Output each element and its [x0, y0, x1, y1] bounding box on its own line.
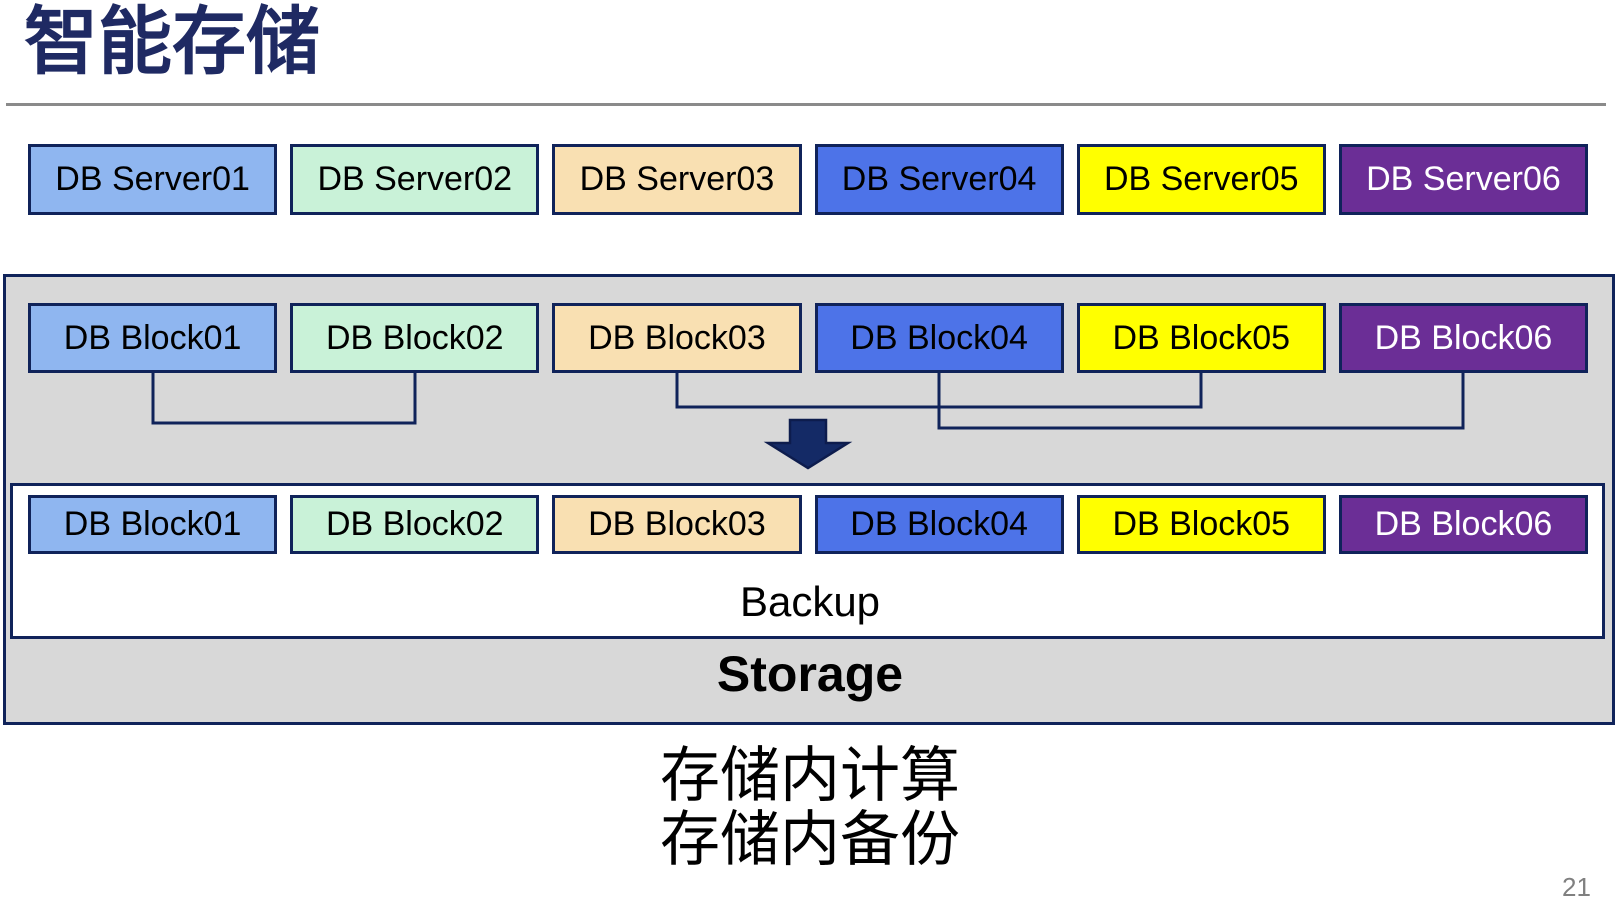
db-block-bottom-box-5: DB Block05	[1076, 495, 1326, 554]
db-block-top-box-2: DB Block02	[290, 303, 540, 373]
db-block-row-top: DB Block01 DB Block02 DB Block03 DB Bloc…	[28, 303, 1589, 373]
db-block-bottom-box-6: DB Block06	[1338, 495, 1589, 554]
caption-line-1: 存储内计算	[660, 742, 960, 809]
db-server-box-3: DB Server03	[552, 144, 802, 215]
db-block-bottom-box-4: DB Block04	[814, 495, 1064, 554]
db-server-box-6: DB Server06	[1338, 144, 1589, 215]
storage-label: Storage	[716, 646, 904, 702]
db-block-bottom-box-1: DB Block01	[28, 495, 278, 554]
db-server-box-4: DB Server04	[814, 144, 1064, 215]
backup-label: Backup	[739, 578, 881, 625]
db-server-box-2: DB Server02	[290, 144, 540, 215]
db-server-box-5: DB Server05	[1076, 144, 1326, 215]
db-block-bottom-box-2: DB Block02	[290, 495, 540, 554]
db-server-row: DB Server01 DB Server02 DB Server03 DB S…	[28, 144, 1589, 215]
slide-title: 智能存储	[24, 0, 320, 83]
db-server-box-1: DB Server01	[28, 144, 278, 215]
page-number: 21	[1562, 872, 1591, 902]
db-block-top-box-3: DB Block03	[552, 303, 802, 373]
title-divider	[6, 103, 1606, 106]
caption-text: 存储内计算 存储内备份	[0, 744, 1620, 872]
db-block-bottom-box-3: DB Block03	[552, 495, 802, 554]
caption-line-2: 存储内备份	[660, 806, 960, 873]
db-block-row-bottom: DB Block01 DB Block02 DB Block03 DB Bloc…	[28, 495, 1589, 554]
db-block-top-box-4: DB Block04	[814, 303, 1064, 373]
db-block-top-box-5: DB Block05	[1076, 303, 1326, 373]
db-block-top-box-1: DB Block01	[28, 303, 278, 373]
db-block-top-box-6: DB Block06	[1338, 303, 1589, 373]
